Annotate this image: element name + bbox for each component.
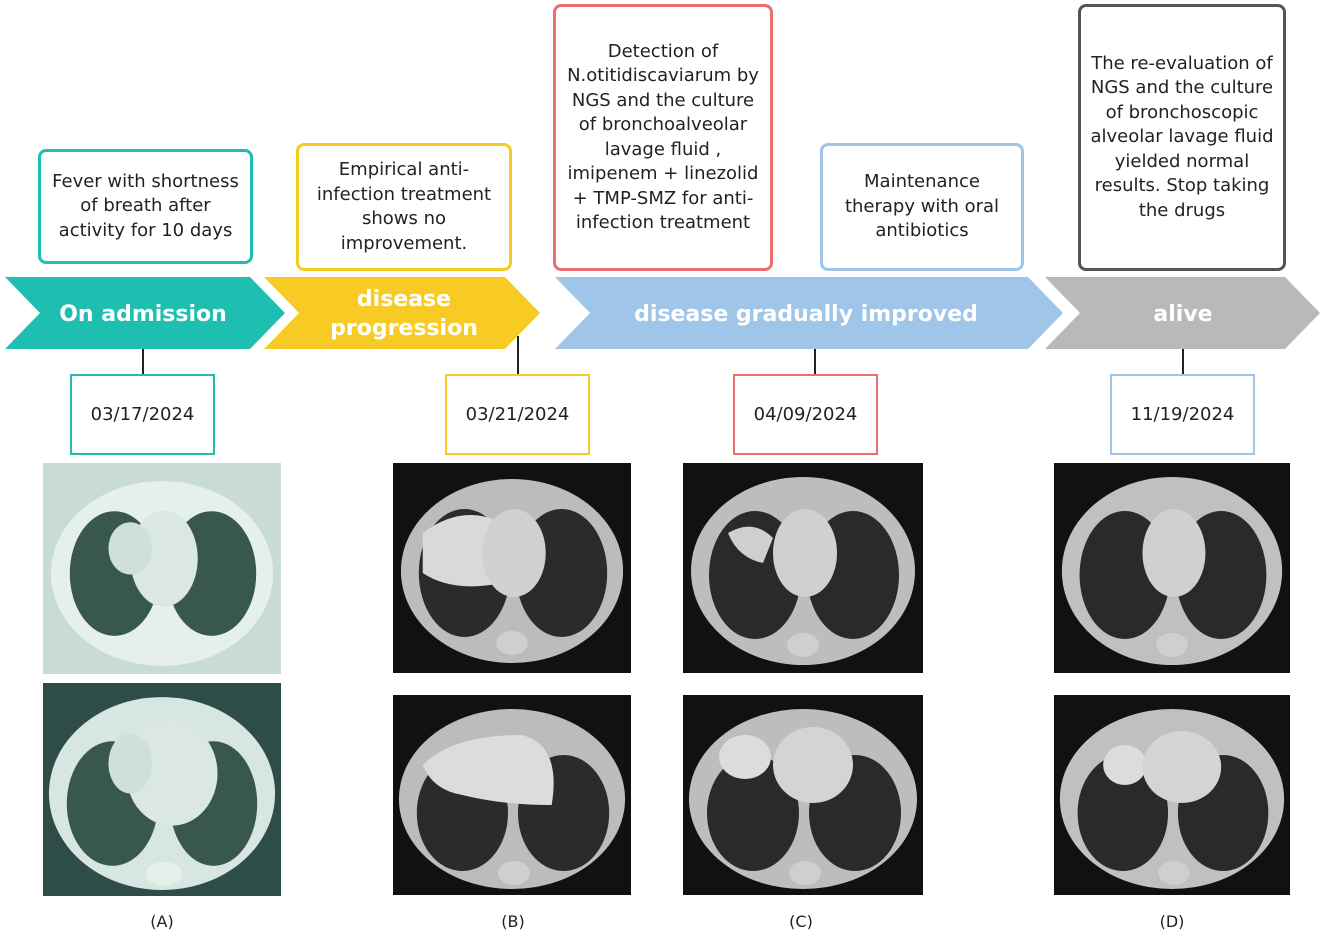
date-b: 03/21/2024 (445, 374, 590, 455)
connector-d (1182, 349, 1184, 374)
date-c: 04/09/2024 (733, 374, 878, 455)
note-maintenance: Maintenance therapy with oral antibiotic… (820, 143, 1024, 271)
phase-arrow-admission (5, 277, 285, 349)
date-a: 03/17/2024 (70, 374, 215, 455)
caption-d: (D) (1159, 912, 1185, 931)
timeline-arrows: On admission disease progression disease… (5, 277, 1320, 349)
phase-label-progression-2: progression (330, 316, 478, 341)
caption-b: (B) (501, 912, 525, 931)
note-detection-text: Detection of N.otitidiscaviarum by NGS a… (567, 40, 759, 234)
connector-a (142, 349, 144, 374)
note-progression-text: Empirical anti-infection treatment shows… (316, 159, 492, 254)
ct-image-a-upper (43, 463, 281, 674)
ct-image-b-lower (393, 695, 631, 895)
phase-arrow-improved (555, 277, 1063, 349)
date-d-text: 11/19/2024 (1130, 404, 1235, 425)
ct-image-c-upper (683, 463, 923, 673)
note-progression: Empirical anti-infection treatment shows… (296, 143, 512, 271)
connector-c (814, 349, 816, 374)
phase-label-admission: On admission (59, 302, 227, 327)
ct-image-b-upper (393, 463, 631, 673)
note-maintenance-text: Maintenance therapy with oral antibiotic… (844, 171, 1000, 242)
date-b-text: 03/21/2024 (465, 404, 570, 425)
caption-a: (A) (150, 912, 174, 931)
note-admission: Fever with shortness of breath after act… (38, 149, 253, 264)
ct-image-a-lower (43, 683, 281, 896)
ct-image-d-lower (1054, 695, 1290, 895)
phase-label-progression-1: disease (357, 287, 451, 312)
ct-image-d-upper (1054, 463, 1290, 673)
phase-label-improved: disease gradually improved (634, 302, 978, 327)
phase-arrow-alive (1045, 277, 1320, 349)
phase-label-alive: alive (1153, 302, 1212, 327)
note-reevaluation-text: The re-evaluation of NGS and the culture… (1090, 52, 1274, 221)
note-detection: Detection of N.otitidiscaviarum by NGS a… (553, 4, 773, 271)
date-a-text: 03/17/2024 (90, 404, 195, 425)
note-admission-text: Fever with shortness of breath after act… (52, 170, 239, 241)
date-c-text: 04/09/2024 (753, 404, 858, 425)
caption-c: (C) (789, 912, 813, 931)
date-d: 11/19/2024 (1110, 374, 1255, 455)
connector-b (517, 336, 519, 374)
note-reevaluation: The re-evaluation of NGS and the culture… (1078, 4, 1286, 271)
phase-arrow-progression (264, 277, 540, 349)
ct-image-c-lower (683, 695, 923, 895)
